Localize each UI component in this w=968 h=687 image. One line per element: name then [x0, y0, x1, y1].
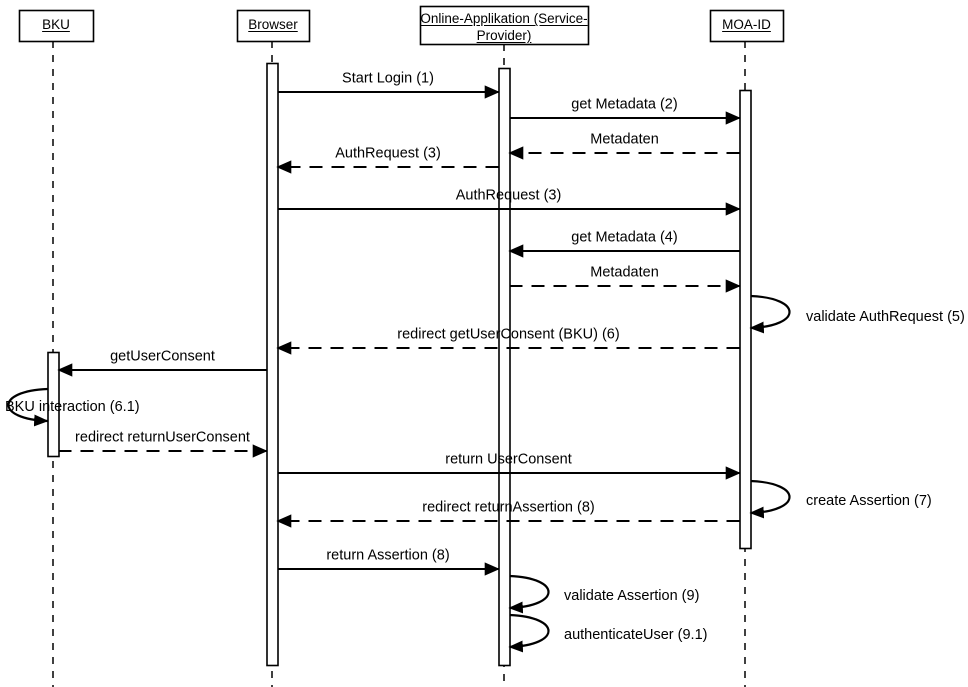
self-message-arrow-2[interactable]	[7, 387, 49, 427]
self-message-label-3: create Assertion (7)	[806, 492, 932, 509]
lifeline-label-browser: Browser	[248, 17, 298, 32]
message-label-3: Metadaten	[590, 131, 659, 148]
self-message-arrow-1[interactable]	[749, 294, 791, 334]
lifeline-box-moaid[interactable]	[709, 9, 785, 43]
self-messages-group	[7, 294, 791, 653]
self-message-arrow-3[interactable]	[749, 479, 791, 519]
message-label-6: get Metadata (4)	[571, 229, 678, 246]
message-label-4: AuthRequest (3)	[335, 145, 441, 162]
lifeline-box-browser[interactable]	[236, 9, 311, 43]
self-message-label-4: validate Assertion (9)	[564, 587, 700, 604]
message-label-9: getUserConsent	[110, 348, 215, 365]
lifeline-box-bku[interactable]	[18, 9, 95, 43]
message-label-10: redirect returnUserConsent	[75, 429, 250, 446]
lifeline-label-bku: BKU	[42, 17, 70, 32]
activation-bar-oa-0	[498, 67, 511, 667]
self-message-arrow-5[interactable]	[508, 613, 550, 653]
messages-group	[57, 85, 741, 576]
activation-bar-moaid-0	[739, 89, 752, 550]
message-label-11: return UserConsent	[445, 451, 572, 468]
self-message-label-1: validate AuthRequest (5)	[806, 308, 965, 325]
activation-bar-bku-0	[47, 351, 60, 458]
self-message-arrow-4[interactable]	[508, 574, 550, 614]
message-label-8: redirect getUserConsent (BKU) (6)	[397, 326, 620, 343]
message-label-5: AuthRequest (3)	[455, 187, 562, 204]
lifeline-label-moaid: MOA-ID	[722, 17, 771, 32]
self-message-label-5: authenticateUser (9.1)	[564, 626, 708, 643]
message-label-2: get Metadata (2)	[571, 96, 678, 113]
activation-bar-browser-0	[266, 62, 279, 667]
message-label-12: redirect returnAssertion (8)	[422, 499, 595, 516]
message-label-13: return Assertion (8)	[326, 547, 450, 564]
message-label-1: Start Login (1)	[342, 70, 434, 87]
self-message-label-2: BKU interaction (6.1)	[5, 398, 140, 415]
lifeline-label-oa: Online-Applikation (Service-Provider)	[420, 11, 588, 43]
message-label-7: Metadaten	[590, 264, 659, 281]
lifelines-group	[18, 5, 785, 687]
